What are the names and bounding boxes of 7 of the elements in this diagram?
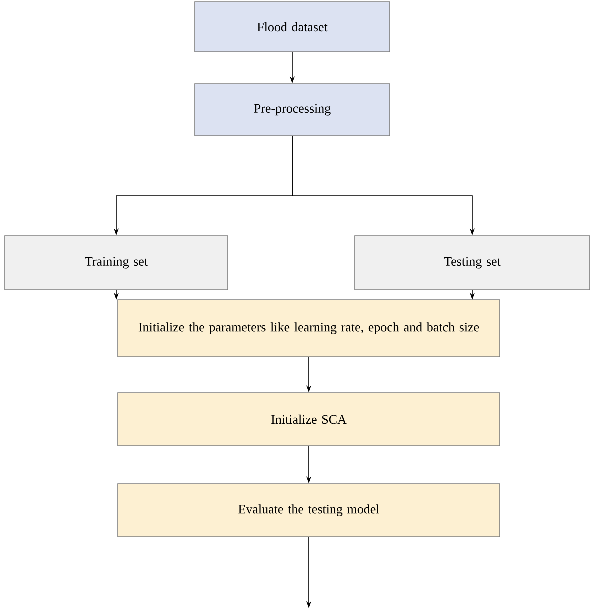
process-box: Flood dataset (194, 2, 390, 52)
process-box: Initialize SCA (118, 392, 500, 446)
process-box: Evaluate the testing model (118, 484, 500, 538)
process-box: Initialize the parameters like learning rate, epoch and batch size (118, 300, 500, 358)
process-box: Pre-processing (194, 84, 390, 136)
process-box: Training set (4, 236, 228, 290)
process-box: Testing set (354, 236, 590, 290)
